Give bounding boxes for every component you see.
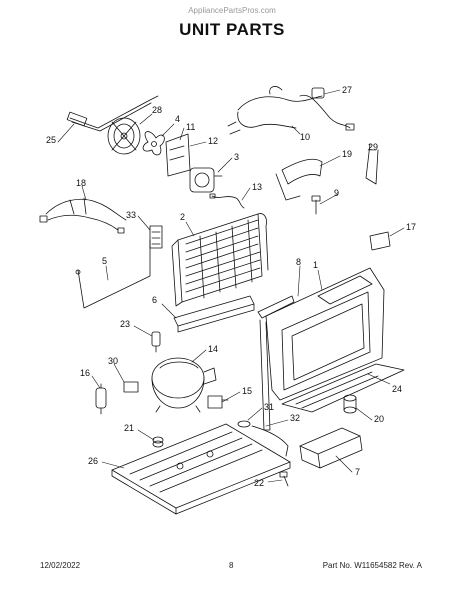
part-22-screw <box>279 471 289 487</box>
part-32-wire <box>251 425 289 457</box>
part-30-bracket <box>123 381 139 393</box>
part-26-base-plate <box>111 423 291 515</box>
callout-7: 7 <box>355 467 360 477</box>
part-16-drier <box>95 383 107 415</box>
callout-14: 14 <box>208 344 218 354</box>
part-27-relay <box>311 87 325 99</box>
callout-12: 12 <box>208 136 218 146</box>
callout-21: 21 <box>124 423 134 433</box>
part-8-gasket <box>257 295 295 431</box>
part-25-tube <box>66 95 159 132</box>
part-20-cap <box>343 394 357 414</box>
callout-4: 4 <box>175 114 180 124</box>
part-18-wire-harness <box>39 197 127 234</box>
callout-11: 11 <box>186 122 195 132</box>
part-6-baffle <box>173 295 255 333</box>
callout-3: 3 <box>234 152 239 162</box>
part-1-drain-pan <box>265 267 385 401</box>
callout-8: 8 <box>296 257 301 267</box>
footer-part-number: Part No. W11654582 Rev. A <box>322 561 422 570</box>
callout-33: 33 <box>126 210 136 220</box>
callout-29: 29 <box>368 142 378 152</box>
callout-26: 26 <box>88 456 98 466</box>
callout-23: 23 <box>120 319 130 329</box>
part-21-grommet <box>152 436 164 448</box>
part-24-tray <box>281 363 405 413</box>
part-29-tube <box>365 143 379 185</box>
part-17-plate <box>369 231 391 251</box>
part-15-relay <box>207 395 229 409</box>
part-13-wire <box>209 193 245 209</box>
callout-22: 22 <box>254 478 264 488</box>
callout-32: 32 <box>290 413 300 423</box>
callout-17: 17 <box>406 222 416 232</box>
callout-numbers: 1 2 3 4 5 6 7 8 9 10 11 12 13 14 15 16 1… <box>46 85 416 488</box>
footer-page-number: 8 <box>229 561 234 570</box>
page-title: UNIT PARTS <box>179 20 285 39</box>
part-3-fan-motor <box>189 167 223 193</box>
footer-date: 12/02/2022 <box>40 561 81 570</box>
part-19-channel <box>275 158 323 201</box>
part-33-control <box>149 225 163 249</box>
callout-30: 30 <box>108 356 118 366</box>
watermark: AppliancePartsPros.com <box>188 6 276 15</box>
callout-1: 1 <box>313 260 318 270</box>
part-9-screw <box>311 195 321 215</box>
callout-28: 28 <box>152 105 162 115</box>
part-28-fan-shroud <box>107 117 141 155</box>
callout-24: 24 <box>392 384 402 394</box>
callout-25: 25 <box>46 135 56 145</box>
callout-10: 10 <box>300 132 310 142</box>
part-11-12-motor-bracket <box>165 133 191 177</box>
callout-9: 9 <box>334 188 339 198</box>
part-4-fan-blade <box>142 131 165 156</box>
part-2-condenser <box>171 213 269 307</box>
callout-19: 19 <box>342 149 352 159</box>
callout-leaders <box>57 89 405 483</box>
callout-6: 6 <box>152 295 157 305</box>
part-31-disc <box>237 420 251 428</box>
callout-18: 18 <box>76 178 86 188</box>
part-5-rod <box>75 239 151 309</box>
callout-27: 27 <box>342 85 352 95</box>
part-7-bracket <box>299 427 363 469</box>
callout-13: 13 <box>252 182 262 192</box>
callout-2: 2 <box>180 212 185 222</box>
part-23-valve <box>151 331 161 353</box>
callout-15: 15 <box>242 386 252 396</box>
part-10-wire-harness <box>227 86 355 135</box>
callout-5: 5 <box>102 256 107 266</box>
callout-20: 20 <box>374 414 384 424</box>
callout-16: 16 <box>80 368 90 378</box>
callout-31: 31 <box>264 402 274 412</box>
part-14-compressor <box>151 357 217 413</box>
